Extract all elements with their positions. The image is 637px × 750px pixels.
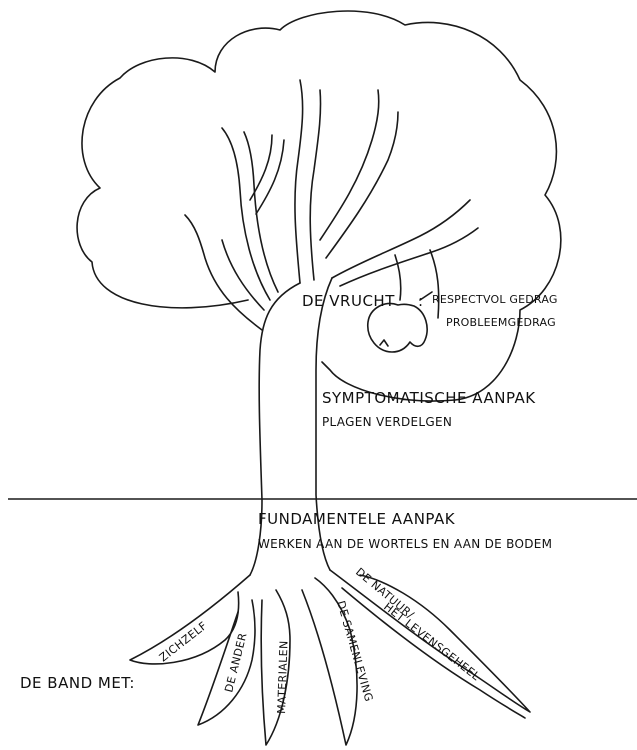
branch-center-inner: [309, 89, 322, 281]
branch-right-mid: [331, 199, 471, 279]
fruit-positive-label: RESPECTVOL GEDRAG: [432, 293, 558, 306]
fruit-negative-label: PROBLEEMGEDRAG: [446, 316, 556, 329]
tree-trunk-right: [315, 277, 333, 571]
fruit-colon: :: [418, 292, 424, 310]
root-label-de-ander: DE ANDER: [222, 631, 249, 693]
branch-right-tip: [429, 249, 440, 319]
branch-right-upper-inner: [325, 111, 399, 259]
branch-center: [294, 79, 304, 284]
root-materialen: [260, 589, 291, 746]
branch-left-low: [184, 214, 263, 331]
root-label-samenleving: DE SAMENLEVING: [334, 599, 375, 703]
fruit-icon: [367, 302, 428, 353]
branch-left-up-inner: [243, 131, 279, 293]
root-natuur: [329, 569, 531, 713]
fruit-title: DE VRUCHT: [302, 292, 395, 310]
branch-left-low-inner: [221, 239, 265, 311]
fruit-leader-line: [419, 291, 433, 301]
branch-left-fork: [249, 134, 273, 201]
root-samenleving: [301, 577, 358, 746]
symptomatic-title: SYMPTOMATISCHE AANPAK: [322, 389, 536, 407]
branch-left-up: [221, 127, 271, 301]
tree-trunk-left: [249, 282, 301, 576]
branch-right-mid-inner: [339, 227, 479, 287]
branch-left-fork-inner: [255, 139, 285, 215]
branch-fruit-stem: [394, 254, 402, 301]
root-label-materialen: MATERIALEN: [275, 640, 291, 714]
root-label-zichzelf: ZICHZELF: [157, 619, 210, 664]
bond-label: DE BAND MET:: [20, 674, 135, 692]
fruit-arrow-icon: [379, 339, 389, 347]
root-de-ander: [197, 599, 256, 726]
symptomatic-subtitle: PLAGEN VERDELGEN: [322, 415, 452, 429]
root-natuur-inner: [341, 587, 526, 719]
branch-right-upper: [319, 89, 380, 241]
fundamental-title: FUNDAMENTELE AANPAK: [258, 510, 456, 528]
fundamental-subtitle: WERKEN AAN DE WORTELS EN AAN DE BODEM: [258, 537, 552, 551]
root-zichzelf: [129, 574, 251, 665]
tree-crown-outline: [76, 10, 562, 402]
